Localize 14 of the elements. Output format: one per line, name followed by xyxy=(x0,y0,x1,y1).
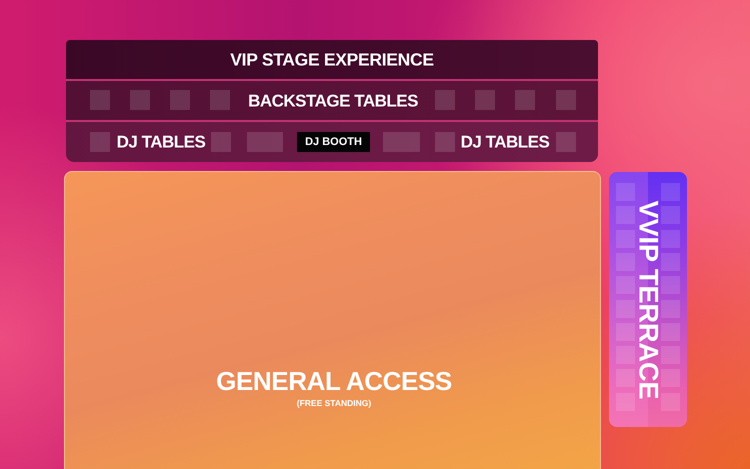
stage-area-panel xyxy=(66,40,598,162)
section-label: BACKSTAGE TABLES xyxy=(248,92,418,110)
section-label: DJ TABLES xyxy=(116,134,206,150)
section-label: VIP STAGE EXPERIENCE xyxy=(230,51,434,69)
area-title: GENERAL ACCESS xyxy=(216,368,452,394)
vvip-terrace-area xyxy=(609,172,687,427)
dj-booth-tag: DJ BOOTH xyxy=(297,132,370,152)
dj-tables-band xyxy=(66,122,598,162)
general-access-area xyxy=(64,171,601,469)
area-title: VVIP TERRACE xyxy=(638,200,658,400)
backstage-tables-band xyxy=(66,81,598,120)
section-label: DJ TABLES xyxy=(460,134,550,150)
vip-stage-band xyxy=(66,40,598,79)
area-subtitle: (FREE STANDING) xyxy=(296,398,372,408)
